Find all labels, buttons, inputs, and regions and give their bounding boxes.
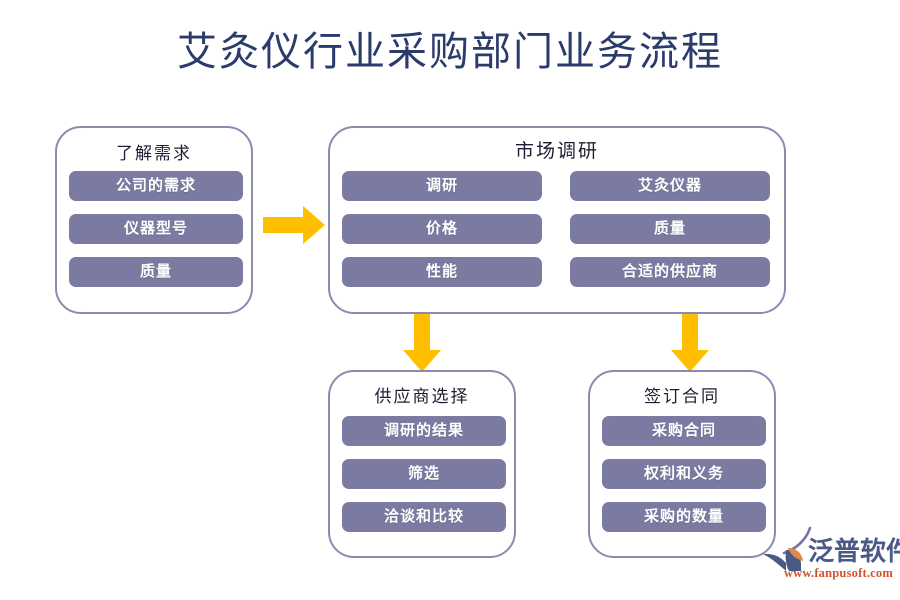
pill-requirements-0[interactable]: 公司的需求 <box>69 171 243 201</box>
brand-logo[interactable]: 泛普软件 www.fanpusoft.com <box>762 524 900 588</box>
pill-contract-signing-2[interactable]: 采购的数量 <box>602 502 766 532</box>
group-supplier-selection[interactable]: 供应商选择 调研的结果 筛选 洽谈和比较 <box>328 370 516 558</box>
group-requirements-title: 了解需求 <box>116 144 192 163</box>
group-contract-signing-title: 签订合同 <box>644 387 720 406</box>
arrow-research-to-contract <box>671 314 709 372</box>
pill-contract-signing-0[interactable]: 采购合同 <box>602 416 766 446</box>
group-contract-signing[interactable]: 签订合同 采购合同 权利和义务 采购的数量 <box>588 370 776 558</box>
group-requirements[interactable]: 了解需求 公司的需求 仪器型号 质量 <box>55 126 253 314</box>
pill-supplier-selection-1[interactable]: 筛选 <box>342 459 506 489</box>
arrow-requirements-to-research <box>263 206 325 244</box>
group-market-research[interactable]: 市场调研 调研 价格 性能 艾灸仪器 质量 合适的供应商 <box>328 126 786 314</box>
group-supplier-selection-title: 供应商选择 <box>374 387 470 406</box>
pill-market-research-left-1[interactable]: 价格 <box>342 214 542 244</box>
logo-wordmark: 泛普软件 <box>808 537 900 566</box>
pill-market-research-right-0[interactable]: 艾灸仪器 <box>570 171 770 201</box>
group-market-research-title: 市场调研 <box>514 141 599 162</box>
pill-market-research-right-2[interactable]: 合适的供应商 <box>570 257 770 287</box>
pill-requirements-1[interactable]: 仪器型号 <box>69 214 243 244</box>
pill-contract-signing-1[interactable]: 权利和义务 <box>602 459 766 489</box>
page-title: 艾灸仪行业采购部门业务流程 <box>177 29 723 74</box>
logo-url: www.fanpusoft.com <box>784 566 893 580</box>
fanpu-logo-icon <box>762 526 814 574</box>
pill-supplier-selection-2[interactable]: 洽谈和比较 <box>342 502 506 532</box>
pill-supplier-selection-0[interactable]: 调研的结果 <box>342 416 506 446</box>
pill-market-research-left-0[interactable]: 调研 <box>342 171 542 201</box>
pill-market-research-right-1[interactable]: 质量 <box>570 214 770 244</box>
pill-requirements-2[interactable]: 质量 <box>69 257 243 287</box>
arrow-research-to-supplier <box>403 314 441 372</box>
pill-market-research-left-2[interactable]: 性能 <box>342 257 542 287</box>
